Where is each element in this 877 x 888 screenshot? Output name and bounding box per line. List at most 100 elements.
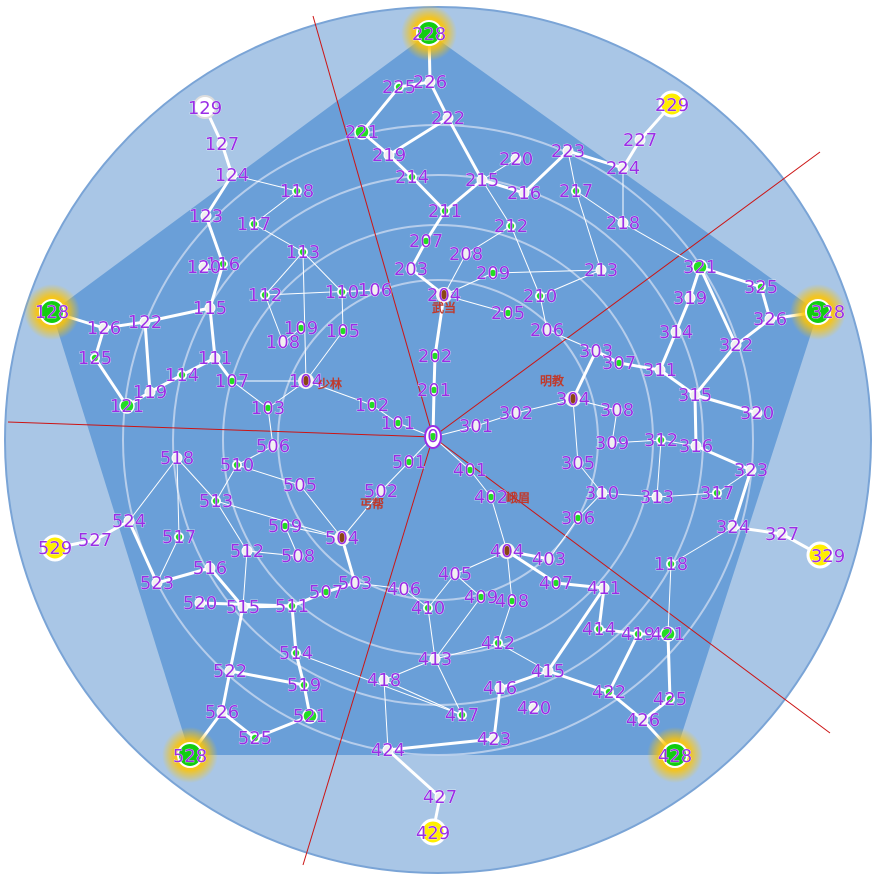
node-413[interactable]	[429, 653, 441, 665]
node-219[interactable]	[383, 149, 395, 161]
node-227[interactable]	[634, 134, 646, 146]
node-326[interactable]	[764, 313, 776, 325]
node-508[interactable]	[292, 550, 304, 562]
node-405[interactable]	[449, 568, 461, 580]
node-423[interactable]	[488, 733, 500, 745]
node-502[interactable]	[375, 485, 387, 497]
node-524[interactable]	[123, 515, 135, 527]
path-edge-minor	[215, 464, 238, 502]
node-dot-icon	[408, 173, 416, 181]
corner-node-228[interactable]	[416, 20, 442, 46]
node-311[interactable]	[654, 364, 666, 376]
corner-node-429[interactable]	[419, 818, 447, 846]
node-521[interactable]	[302, 708, 318, 724]
node-526[interactable]	[216, 706, 228, 718]
corner-node-528[interactable]	[177, 742, 203, 768]
node-512[interactable]	[241, 545, 253, 557]
node-123[interactable]	[200, 210, 212, 222]
node-522[interactable]	[224, 665, 236, 677]
sector-divider-line	[312, 15, 434, 438]
node-224[interactable]	[617, 162, 629, 174]
node-label-309: 309	[595, 433, 629, 454]
node-319[interactable]	[684, 292, 696, 304]
node-420[interactable]	[528, 702, 540, 714]
path-edge-minor	[176, 457, 217, 502]
node-523[interactable]	[151, 577, 163, 589]
node-226[interactable]	[424, 76, 436, 88]
node-115[interactable]	[204, 302, 216, 314]
node-106[interactable]	[369, 284, 381, 296]
node-427[interactable]	[434, 791, 446, 803]
node-503[interactable]	[349, 577, 361, 589]
node-dot-icon	[422, 237, 430, 245]
node-label-228: 228	[412, 24, 446, 45]
node-322[interactable]	[730, 339, 742, 351]
node-220[interactable]	[510, 153, 522, 165]
node-309[interactable]	[606, 437, 618, 449]
node-213[interactable]	[595, 264, 607, 276]
node-127[interactable]	[216, 138, 228, 150]
node-426[interactable]	[637, 714, 649, 726]
node-206[interactable]	[541, 324, 553, 336]
node-416[interactable]	[494, 682, 506, 694]
node-215[interactable]	[476, 174, 488, 186]
corner-node-329[interactable]	[806, 541, 834, 569]
node-122[interactable]	[139, 316, 151, 328]
node-208[interactable]	[460, 248, 472, 260]
path-edge-minor	[380, 461, 410, 492]
node-415[interactable]	[542, 665, 554, 677]
node-124[interactable]	[226, 169, 238, 181]
corner-node-129[interactable]	[193, 95, 217, 119]
node-520[interactable]	[194, 597, 206, 609]
node-216[interactable]	[518, 187, 530, 199]
node-label-105: 105	[326, 321, 360, 342]
node-121[interactable]	[119, 398, 135, 414]
node-126[interactable]	[98, 322, 110, 334]
corner-node-529[interactable]	[41, 534, 69, 562]
corner-node-428[interactable]	[662, 742, 688, 768]
node-418[interactable]	[378, 674, 390, 686]
node-111[interactable]	[209, 352, 221, 364]
node-506[interactable]	[267, 440, 279, 452]
node-321[interactable]	[692, 259, 708, 275]
node-424[interactable]	[382, 744, 394, 756]
corner-node-128[interactable]	[39, 299, 65, 325]
node-516[interactable]	[204, 562, 216, 574]
node-314[interactable]	[670, 326, 682, 338]
node-527[interactable]	[89, 534, 101, 546]
node-218[interactable]	[617, 217, 629, 229]
node-310[interactable]	[596, 487, 608, 499]
node-223[interactable]	[562, 145, 574, 157]
path-edge-minor	[242, 550, 248, 608]
node-324[interactable]	[727, 521, 739, 533]
node-308[interactable]	[611, 404, 623, 416]
corner-node-229[interactable]	[658, 90, 686, 118]
node-203[interactable]	[405, 263, 417, 275]
node-313[interactable]	[651, 491, 663, 503]
node-327[interactable]	[776, 528, 788, 540]
node-316[interactable]	[690, 440, 702, 452]
corner-node-328[interactable]	[805, 299, 831, 325]
node-label-510: 510	[220, 455, 254, 476]
node-406[interactable]	[398, 583, 410, 595]
node-120[interactable]	[198, 261, 210, 273]
path-edge-minor	[670, 526, 734, 565]
node-505[interactable]	[294, 479, 306, 491]
node-403[interactable]	[543, 553, 555, 565]
node-222[interactable]	[442, 112, 454, 124]
node-108[interactable]	[277, 336, 289, 348]
node-303[interactable]	[590, 345, 602, 357]
node-515[interactable]	[237, 601, 249, 613]
node-315[interactable]	[689, 389, 701, 401]
node-518[interactable]	[171, 452, 183, 464]
node-421[interactable]	[660, 626, 676, 642]
node-305[interactable]	[572, 457, 584, 469]
node-label-526: 526	[205, 702, 239, 723]
node-411[interactable]	[598, 582, 610, 594]
node-320[interactable]	[751, 407, 763, 419]
node-302[interactable]	[510, 407, 522, 419]
node-323[interactable]	[745, 464, 757, 476]
node-221[interactable]	[354, 124, 370, 140]
node-301[interactable]	[470, 420, 482, 432]
node-119[interactable]	[144, 386, 156, 398]
